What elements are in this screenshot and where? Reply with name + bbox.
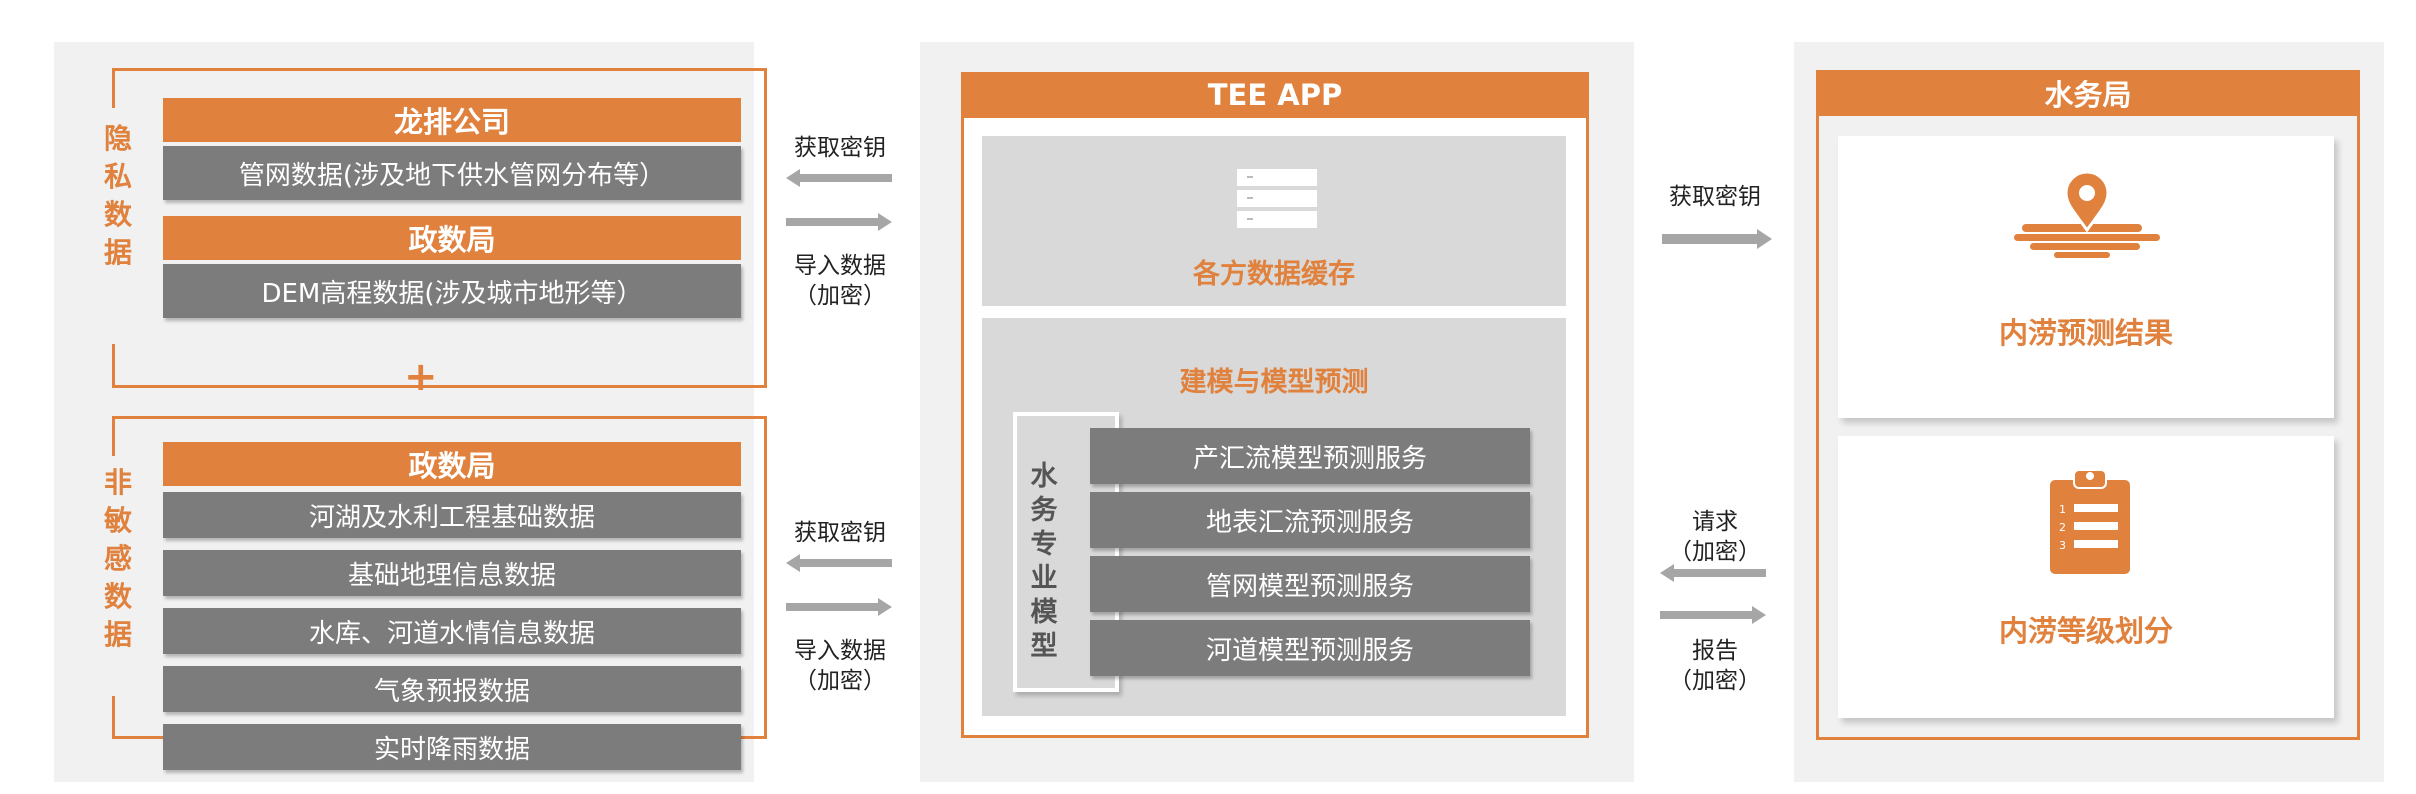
right-get-key-label: 获取密钥	[1669, 184, 1761, 210]
center-panel: TEE APP 各方数据缓存 建模与模型预测 水务专业模型 产汇流模型预测服务地…	[920, 42, 1634, 782]
right-panel: 水务局 内涝预测结果 1 2 3 内涝等级划分	[1794, 42, 2384, 782]
arrow-right-icon	[1660, 606, 1766, 624]
nonsensitive-label-char: 数	[103, 580, 132, 613]
list-number-2: 2	[2059, 521, 2066, 534]
nonsensitive-label-char: 非	[103, 466, 132, 499]
water-model-label-char: 模	[1030, 597, 1058, 628]
flood-level-label: 内涝等级划分	[1998, 614, 2173, 648]
nonsensitive-label-char: 感	[103, 542, 132, 575]
report-label: 报告 （加密）	[1669, 638, 1761, 694]
left-panel: 隐私数据 龙排公司 管网数据(涉及地下供水管网分布等） 政数局 DEM高程数据(…	[54, 42, 767, 782]
company-header: 龙排公司	[163, 98, 741, 142]
privacy-label-char: 私	[103, 160, 132, 193]
water-model-label-char: 务	[1030, 495, 1058, 526]
gov-bureau-header-2: 政数局	[163, 442, 741, 486]
public-data-item: 实时降雨数据	[163, 724, 741, 770]
water-bureau-title: 水务局	[1816, 70, 2360, 116]
gov-bureau-header: 政数局	[163, 216, 741, 260]
bottom-import-label: 导入数据 （加密）	[794, 638, 886, 694]
plus-sign: +	[404, 354, 438, 400]
map-pin-icon	[2014, 172, 2160, 258]
public-data-item: 河湖及水利工程基础数据	[163, 492, 741, 538]
model-service-item: 产汇流模型预测服务	[1090, 428, 1530, 484]
water-model-side-text: 水务专业模型	[1024, 460, 1064, 664]
data-cache-label: 各方数据缓存	[1193, 259, 1355, 290]
public-data-item: 水库、河道水情信息数据	[163, 608, 741, 654]
model-service-item: 地表汇流预测服务	[1090, 492, 1530, 548]
arrow-left-icon	[786, 169, 892, 187]
public-data-item: 基础地理信息数据	[163, 550, 741, 596]
nonsensitive-label-char: 敏	[103, 504, 132, 537]
list-number-3: 3	[2059, 539, 2066, 552]
dem-data-item: DEM高程数据(涉及城市地形等）	[163, 264, 741, 318]
privacy-data-label: 隐私数据	[98, 120, 138, 272]
public-data-item: 气象预报数据	[163, 666, 741, 712]
bottom-get-key-label: 获取密钥	[794, 520, 886, 546]
company-data-item: 管网数据(涉及地下供水管网分布等）	[163, 146, 741, 200]
privacy-label-char: 数	[103, 198, 132, 231]
water-model-label-char: 业	[1030, 563, 1058, 594]
tee-app-title: TEE APP	[961, 72, 1589, 118]
clipboard-list-icon: 1 2 3	[2050, 469, 2130, 574]
arrow-left-icon	[1660, 564, 1766, 582]
model-service-item: 河道模型预测服务	[1090, 620, 1530, 676]
privacy-label-char: 据	[103, 236, 132, 269]
privacy-bracket	[112, 68, 767, 388]
water-model-label-char: 型	[1030, 631, 1058, 662]
modeling-title: 建模与模型预测	[1179, 367, 1369, 398]
privacy-label-char: 隐	[103, 122, 132, 155]
arrow-right-icon	[786, 213, 892, 231]
model-service-item: 管网模型预测服务	[1090, 556, 1530, 612]
flood-prediction-result-label: 内涝预测结果	[1998, 316, 2173, 350]
arrow-left-icon	[786, 554, 892, 572]
water-model-label-char: 水	[1030, 461, 1058, 492]
top-get-key-label: 获取密钥	[794, 135, 886, 161]
server-icon	[1237, 169, 1317, 228]
nonsensitive-label-char: 据	[103, 618, 132, 651]
request-label: 请求 （加密）	[1669, 509, 1761, 565]
list-number-1: 1	[2059, 503, 2066, 516]
top-import-label: 导入数据 （加密）	[794, 253, 886, 309]
nonsensitive-data-label: 非敏感数据	[98, 464, 138, 654]
arrow-right-icon	[1662, 229, 1772, 249]
arrow-right-icon	[786, 598, 892, 616]
water-model-label-char: 专	[1030, 529, 1058, 560]
